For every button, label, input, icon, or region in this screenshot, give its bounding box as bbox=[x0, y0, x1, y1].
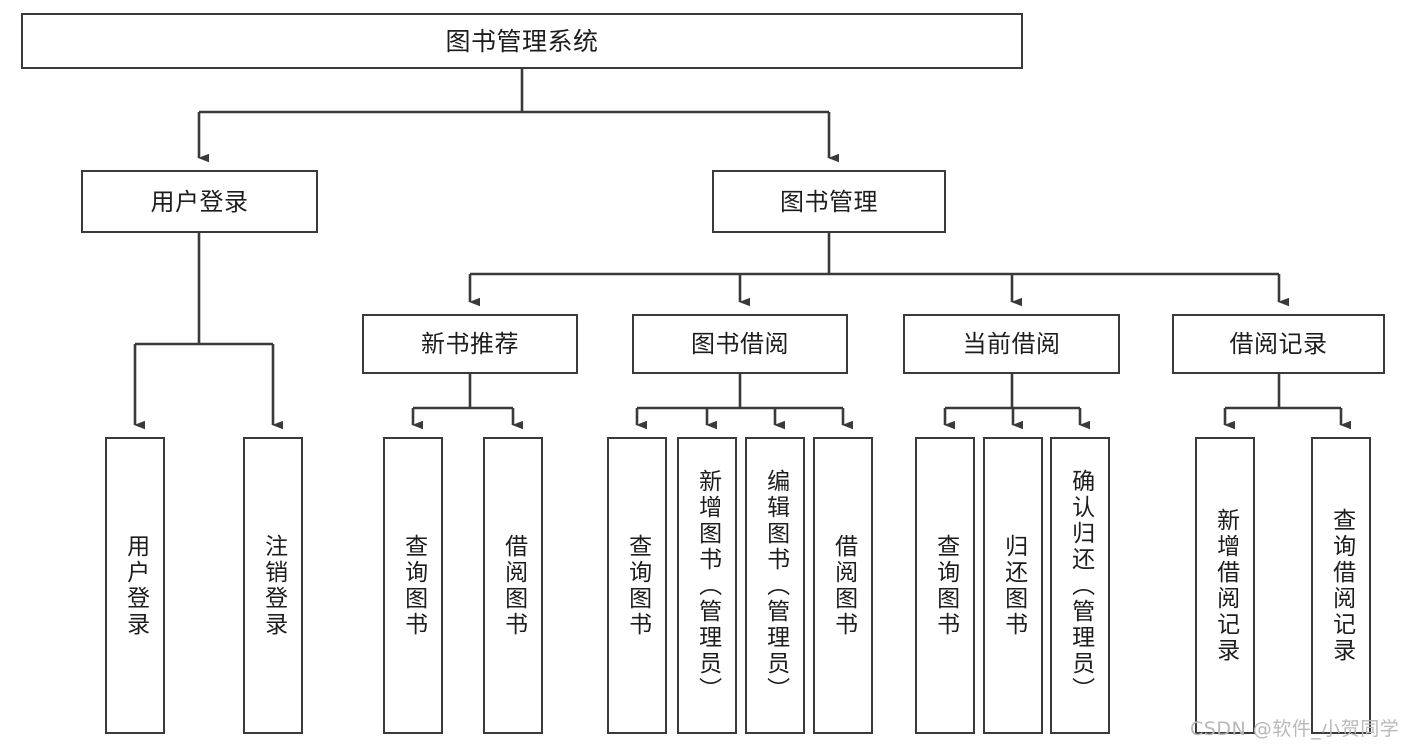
watermark-text: CSDN @软件_小贺同学 bbox=[1190, 718, 1400, 740]
node-new-book-recommend[interactable]: 新书推荐 bbox=[362, 314, 578, 374]
node-label: 新增借阅记录 bbox=[1212, 507, 1239, 664]
node-borrow-records[interactable]: 借阅记录 bbox=[1172, 314, 1385, 374]
leaf-borrow-book[interactable]: 借阅图书 bbox=[813, 437, 873, 734]
node-label: 图书管理系统 bbox=[445, 26, 599, 56]
node-label: 借阅图书 bbox=[830, 533, 857, 638]
leaf-add-book-admin[interactable]: 新增图书（管理员） bbox=[677, 437, 737, 734]
node-book-management[interactable]: 图书管理 bbox=[712, 170, 946, 233]
node-current-borrow[interactable]: 当前借阅 bbox=[903, 314, 1120, 374]
leaf-add-borrow-record[interactable]: 新增借阅记录 bbox=[1195, 437, 1255, 734]
node-label: 图书借阅 bbox=[691, 330, 789, 358]
leaf-query-borrow-record[interactable]: 查询借阅记录 bbox=[1311, 437, 1371, 734]
node-label: 确认归还（管理员） bbox=[1067, 468, 1094, 703]
leaf-query-book-recommend[interactable]: 查询图书 bbox=[383, 437, 443, 734]
node-label: 新增图书（管理员） bbox=[694, 468, 721, 703]
leaf-query-book-current[interactable]: 查询图书 bbox=[915, 437, 975, 734]
node-root-system[interactable]: 图书管理系统 bbox=[21, 13, 1023, 69]
node-label: 用户登录 bbox=[150, 187, 249, 216]
node-label: 用户登录 bbox=[122, 533, 149, 638]
leaf-query-book-borrow[interactable]: 查询图书 bbox=[607, 437, 667, 734]
node-label: 查询图书 bbox=[932, 533, 959, 638]
node-label: 查询图书 bbox=[624, 533, 651, 638]
leaf-edit-book-admin[interactable]: 编辑图书（管理员） bbox=[745, 437, 805, 734]
node-label: 借阅记录 bbox=[1229, 330, 1328, 358]
leaf-return-book[interactable]: 归还图书 bbox=[983, 437, 1043, 734]
leaf-logout[interactable]: 注销登录 bbox=[243, 437, 303, 734]
node-label: 新书推荐 bbox=[421, 330, 519, 358]
node-label: 查询借阅记录 bbox=[1328, 507, 1355, 664]
node-label: 借阅图书 bbox=[500, 533, 527, 638]
node-label: 图书管理 bbox=[780, 187, 878, 216]
node-label: 注销登录 bbox=[260, 533, 287, 638]
node-book-borrow[interactable]: 图书借阅 bbox=[632, 314, 848, 374]
leaf-confirm-return-admin[interactable]: 确认归还（管理员） bbox=[1050, 437, 1110, 734]
leaf-borrow-book-recommend[interactable]: 借阅图书 bbox=[483, 437, 543, 734]
node-label: 当前借阅 bbox=[962, 330, 1061, 358]
node-label: 查询图书 bbox=[400, 533, 427, 638]
node-user-login[interactable]: 用户登录 bbox=[81, 170, 318, 233]
leaf-user-login[interactable]: 用户登录 bbox=[105, 437, 165, 734]
node-label: 编辑图书（管理员） bbox=[762, 468, 789, 703]
node-label: 归还图书 bbox=[1000, 533, 1027, 638]
